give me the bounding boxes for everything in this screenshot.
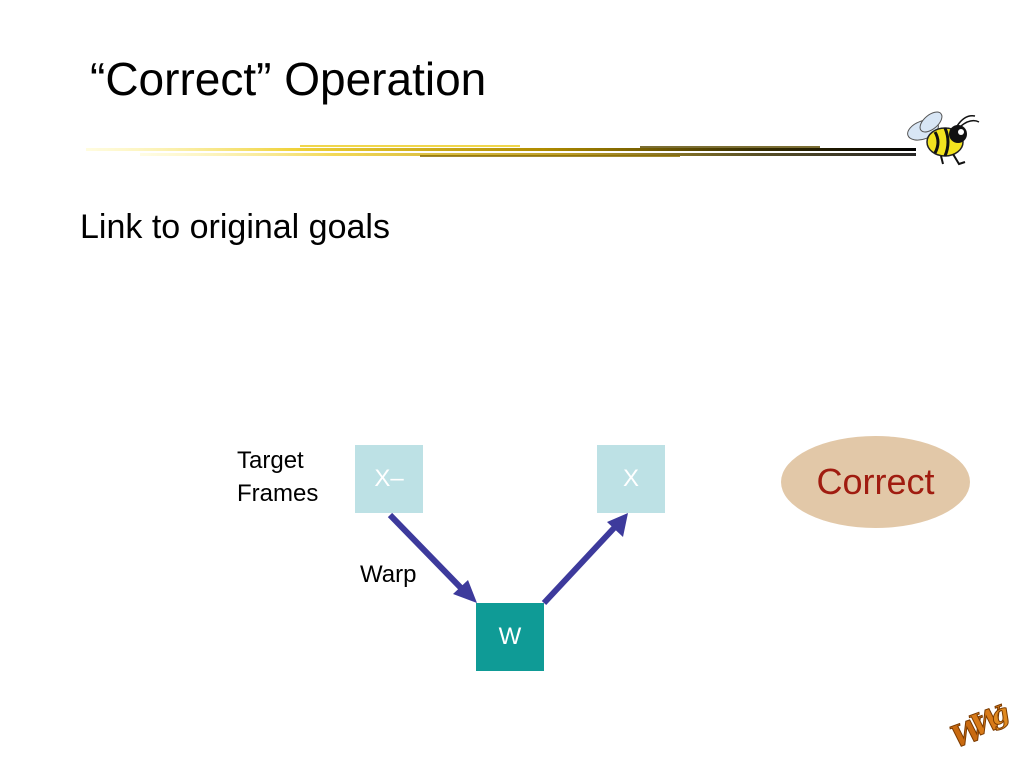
box-x-minus: X– bbox=[355, 445, 423, 513]
slide-title: “Correct” Operation bbox=[90, 53, 487, 105]
box-w: W bbox=[476, 603, 544, 671]
warp-arrow bbox=[387, 512, 477, 603]
correct-ellipse: Correct bbox=[781, 436, 970, 528]
target-frames-line2: Frames bbox=[237, 480, 319, 507]
target-frames-label: Target Frames bbox=[237, 444, 318, 510]
warp-label: Warp bbox=[360, 561, 417, 588]
correct-label: Correct bbox=[816, 461, 935, 502]
target-frames-line1: Target bbox=[237, 447, 304, 474]
title-rule bbox=[86, 145, 916, 157]
bee-icon bbox=[907, 111, 980, 166]
box-x: X bbox=[597, 445, 665, 513]
link-arrow bbox=[541, 513, 628, 606]
bullet-link-to-goals: Link to original goals bbox=[80, 208, 390, 246]
